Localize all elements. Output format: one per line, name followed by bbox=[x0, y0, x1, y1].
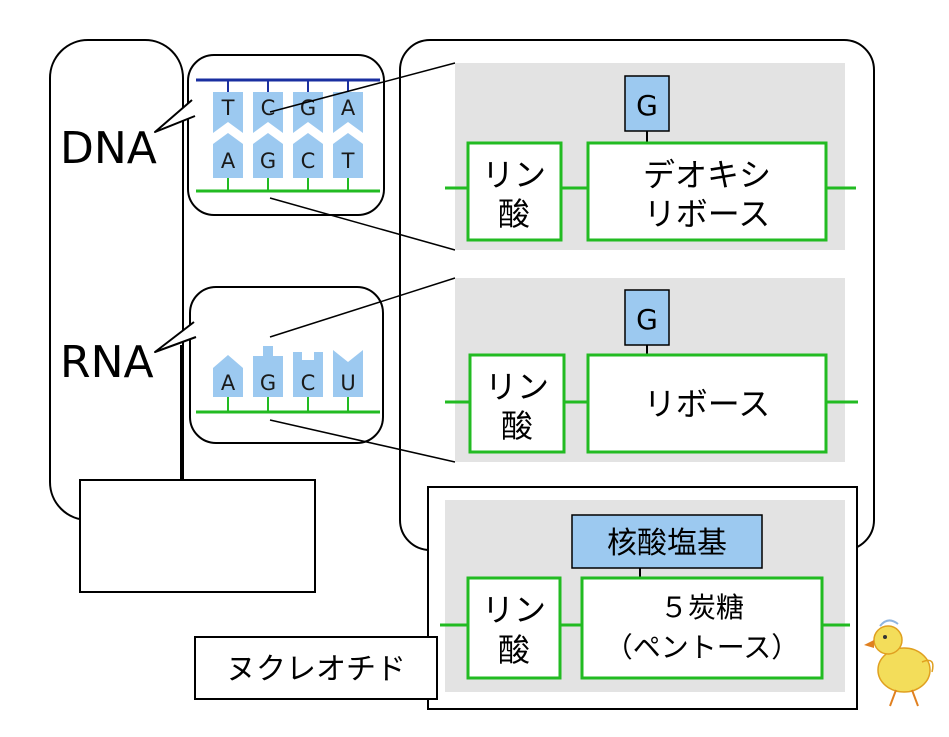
generic-phosphate-line2: 酸 bbox=[498, 631, 530, 669]
rna-label: RNA bbox=[60, 337, 154, 388]
rna-base-letter: G bbox=[260, 371, 276, 395]
nucleobase-box bbox=[571, 514, 763, 569]
pentose-line1: ５炭糖 bbox=[660, 591, 744, 624]
generic-nucleotide-panel: 核酸塩基 リン 酸 ５炭糖 （ペントース） bbox=[427, 486, 858, 710]
rna-sugar-line1: リボース bbox=[644, 385, 770, 423]
rna-phosphate-box bbox=[468, 353, 566, 454]
dna-top-base-piece bbox=[333, 92, 363, 133]
dna-bottom-base-letter: T bbox=[341, 149, 355, 173]
chick-doodle-icon bbox=[864, 619, 934, 707]
generic-phosphate-box bbox=[466, 576, 562, 680]
rna-callout-pointer bbox=[154, 321, 197, 353]
dna-base-box bbox=[624, 75, 670, 132]
dna-callout-pointer bbox=[154, 99, 196, 133]
dna-top-base-letter: G bbox=[300, 96, 316, 120]
dna-label: DNA bbox=[60, 123, 157, 174]
dna-phosphate-box bbox=[466, 141, 563, 242]
rna-phosphate-line2: 酸 bbox=[501, 407, 533, 445]
dna-nucleotide-panel: G リン 酸 デオキシ リボース bbox=[445, 63, 856, 250]
rna-base-letter: C bbox=[301, 371, 316, 395]
blank-box bbox=[79, 479, 316, 593]
dna-bottom-base-letter: A bbox=[221, 149, 236, 173]
nucleotide-label: ヌクレオチド bbox=[226, 652, 406, 687]
nucleotide-label-box bbox=[194, 636, 438, 700]
dna-top-base-letter: C bbox=[261, 96, 276, 120]
dna-sugar-box bbox=[586, 141, 828, 242]
dna-phosphate-line2: 酸 bbox=[498, 195, 530, 233]
rna-base-letter: A bbox=[221, 371, 236, 395]
rna-sugar-box bbox=[586, 353, 828, 454]
generic-phosphate-line1: リン bbox=[482, 591, 546, 629]
dna-bottom-base-piece bbox=[213, 133, 243, 178]
pentose-box bbox=[580, 576, 824, 680]
rna-base-piece bbox=[333, 350, 363, 397]
dna-top-base-letter: T bbox=[221, 96, 235, 120]
dna-phosphate-line1: リン bbox=[482, 156, 546, 194]
rna-zoom-callout bbox=[189, 286, 384, 444]
dna-sugar-line2: リボース bbox=[644, 195, 770, 233]
nucleic-acid-bracket bbox=[49, 39, 184, 521]
rna-nucleotide-panel: G リン 酸 リボース bbox=[445, 278, 858, 462]
dna-top-base-letter: A bbox=[341, 96, 356, 120]
dna-base-label: G bbox=[636, 89, 658, 122]
dna-bottom-base-letter: C bbox=[301, 149, 316, 173]
dna-bottom-base-piece bbox=[293, 133, 323, 178]
rna-phosphate-line1: リン bbox=[485, 368, 549, 406]
rna-base-letter: U bbox=[340, 371, 355, 395]
dna-bottom-base-piece bbox=[253, 133, 283, 178]
rna-base-piece bbox=[293, 352, 323, 397]
rna-base-label: G bbox=[636, 303, 658, 336]
rna-base-box bbox=[624, 289, 670, 346]
dna-bottom-base-letter: G bbox=[260, 149, 276, 173]
pentose-line2: （ペントース） bbox=[605, 631, 800, 664]
rna-base-piece bbox=[213, 355, 243, 397]
dna-sugar-line1: デオキシ bbox=[643, 156, 771, 194]
dna-top-base-piece bbox=[213, 92, 243, 133]
dna-bottom-base-piece bbox=[333, 133, 363, 178]
dna-top-base-piece bbox=[293, 92, 323, 133]
nucleobase-label: 核酸塩基 bbox=[607, 526, 727, 561]
dna-top-base-piece bbox=[253, 92, 283, 133]
rna-base-piece bbox=[253, 346, 283, 397]
